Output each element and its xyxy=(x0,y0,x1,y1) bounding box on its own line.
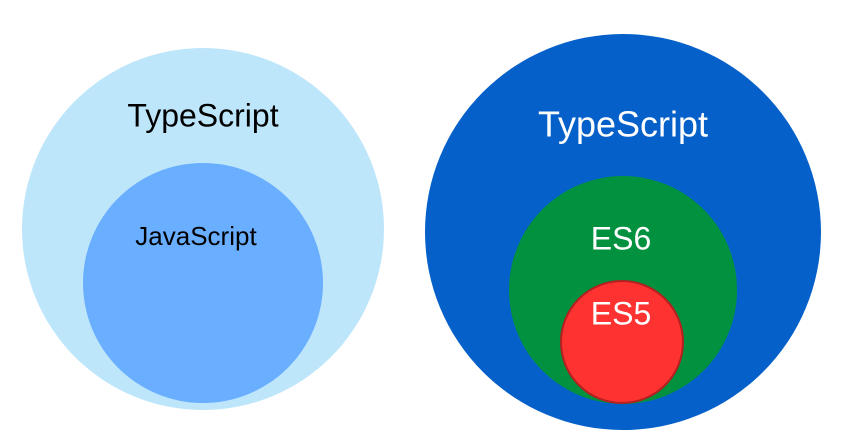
typescript-label-right: TypeScript xyxy=(538,104,708,145)
es6-label: ES6 xyxy=(591,220,651,256)
javascript-label: JavaScript xyxy=(135,221,257,251)
es5-label: ES5 xyxy=(591,295,651,331)
es5-circle xyxy=(560,280,684,404)
right-diagram: TypeScript ES6 ES5 xyxy=(425,34,821,430)
typescript-label-left: TypeScript xyxy=(127,97,278,133)
left-diagram: TypeScript JavaScript xyxy=(22,48,384,410)
javascript-circle xyxy=(83,163,323,403)
